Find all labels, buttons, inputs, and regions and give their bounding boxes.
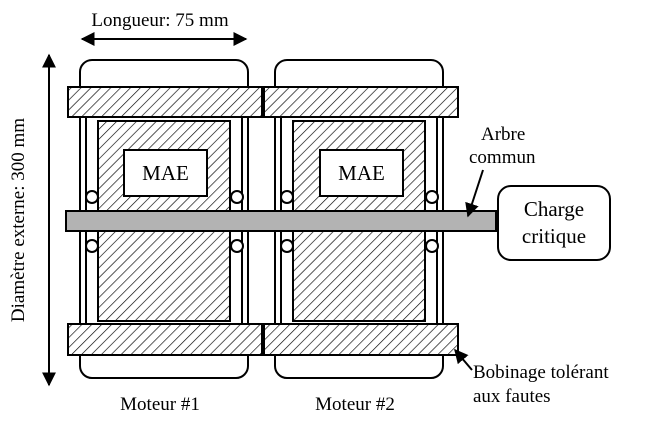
- motor-1: MAE Moteur #1: [67, 59, 263, 415]
- motor-1-bearing-tr: [230, 190, 244, 204]
- motor-2: MAE Moteur #2: [263, 59, 459, 415]
- motor-2-core-label-box: [319, 149, 404, 197]
- winding-label-line2: aux fautes: [473, 386, 551, 407]
- critical-load-line1: Charge: [524, 197, 584, 221]
- motor-2-bearing-tl: [280, 190, 294, 204]
- motor-1-label: Moteur #1: [120, 394, 200, 415]
- motor-1-bottom-winding: [67, 323, 263, 356]
- motor-1-core-label: MAE: [142, 161, 189, 185]
- common-shaft: [65, 210, 497, 232]
- motor-2-bearing-tr: [425, 190, 439, 204]
- critical-load-box: [497, 185, 611, 261]
- motor-2-bottom-winding: [263, 323, 459, 356]
- winding-pointer-arrow: [454, 348, 473, 371]
- motor-1-bearing-br: [230, 239, 244, 253]
- motor-1-bearing-tl: [85, 190, 99, 204]
- motor-1-top-winding: [67, 86, 263, 118]
- motor-2-core-label: MAE: [338, 161, 385, 185]
- motor-2-bearing-bl: [280, 239, 294, 253]
- length-label: Longueur: 75 mm: [91, 10, 228, 31]
- critical-load-line2: critique: [522, 224, 586, 248]
- motor-1-core-label-box: [123, 149, 208, 197]
- diameter-label: Diamètre externe: 300 mm: [8, 118, 29, 322]
- motor-2-top-winding: [263, 86, 459, 118]
- shaft-pointer-arrow: [465, 169, 484, 218]
- motor-1-bearing-bl: [85, 239, 99, 253]
- motor-2-label: Moteur #2: [315, 394, 395, 415]
- shaft-label-line1: Arbre: [481, 124, 525, 145]
- shaft-label-line2: commun: [469, 147, 536, 168]
- motor-2-bearing-br: [425, 239, 439, 253]
- winding-label-line1: Bobinage tolérant: [473, 362, 609, 383]
